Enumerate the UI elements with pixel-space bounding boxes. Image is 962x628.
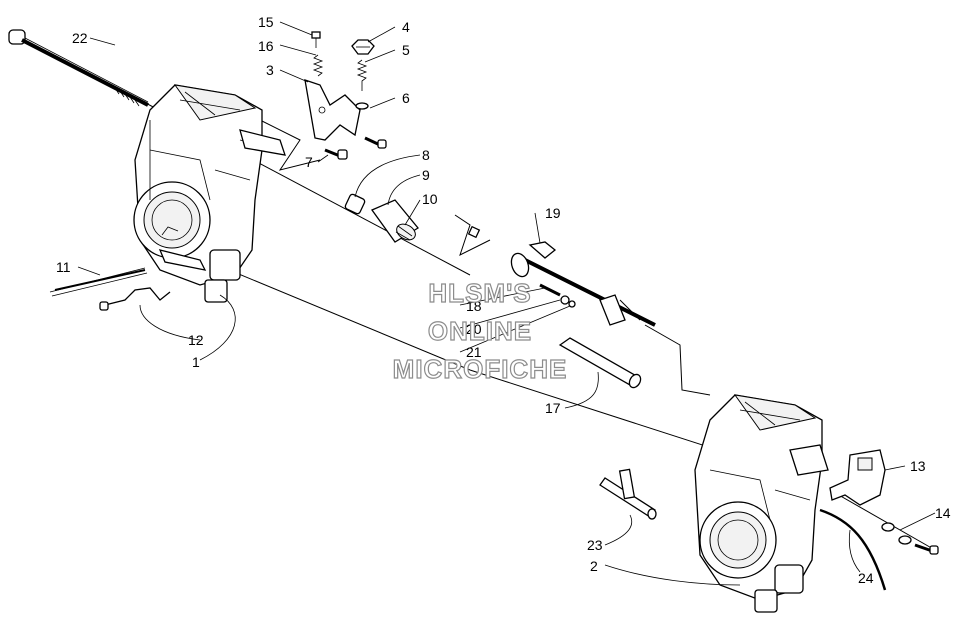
callout-20: 20 (466, 321, 482, 337)
spring-part-16 (312, 54, 324, 77)
watermark-line-2: ONLINE (428, 316, 532, 346)
callout-12: 12 (188, 332, 204, 348)
long-screw-part-22 (8, 29, 149, 107)
screw-part-7 (324, 148, 348, 160)
right-carburetor-part-2 (694, 394, 829, 613)
callout-labels: 22 15 16 3 4 5 6 7 8 9 10 19 11 12 1 18 … (56, 14, 951, 586)
callout-15: 15 (258, 14, 274, 30)
throttle-bracket-part-3 (304, 79, 361, 141)
assembly-lines (139, 99, 936, 551)
callout-18: 18 (466, 298, 482, 314)
left-carburetor-part-1 (133, 84, 286, 303)
callout-23: 23 (587, 537, 603, 553)
spring-part-5 (355, 59, 369, 110)
callout-21: 21 (466, 344, 482, 360)
watermark-line-3: MICROFICHE (393, 354, 568, 384)
lever-part-12 (99, 287, 171, 311)
callout-7: 7 (305, 154, 313, 170)
tube-part-17 (558, 337, 642, 389)
cable-part-24 (819, 508, 887, 591)
cable-part-11 (49, 267, 148, 297)
spring-part-10 (395, 223, 416, 241)
callout-10: 10 (422, 191, 438, 207)
watermark-line-1: HLSM'S (428, 278, 531, 308)
callout-5: 5 (402, 42, 410, 58)
callout-6: 6 (402, 90, 410, 106)
callout-16: 16 (258, 38, 274, 54)
nut-part-21 (568, 300, 576, 308)
callout-1: 1 (192, 354, 200, 370)
callout-11: 11 (56, 259, 71, 275)
screw-part-18 (539, 283, 561, 297)
bushing-part-8 (344, 193, 366, 215)
callout-4: 4 (402, 19, 410, 35)
throttle-arm-part-13 (829, 449, 886, 506)
callout-24: 24 (858, 570, 874, 586)
knob-part-4 (351, 39, 375, 55)
hardware-part-14 (881, 522, 939, 555)
callout-8: 8 (422, 147, 430, 163)
callout-19: 19 (545, 205, 561, 221)
callout-17: 17 (545, 400, 561, 416)
callout-22: 22 (72, 30, 88, 46)
throttle-shaft-part-19 (467, 225, 656, 327)
washer-part-20 (560, 295, 570, 305)
callout-9: 9 (422, 167, 430, 183)
callout-2: 2 (590, 558, 598, 574)
leader-lines (77, 21, 936, 586)
watermark: HLSM'S ONLINE MICROFICHE (392, 277, 568, 384)
screw-part-15 (311, 31, 321, 48)
fitting-part-23 (599, 468, 657, 520)
callout-14: 14 (935, 505, 951, 521)
callout-3: 3 (266, 62, 274, 78)
screw-part-6 (364, 136, 387, 149)
callout-13: 13 (910, 458, 926, 474)
